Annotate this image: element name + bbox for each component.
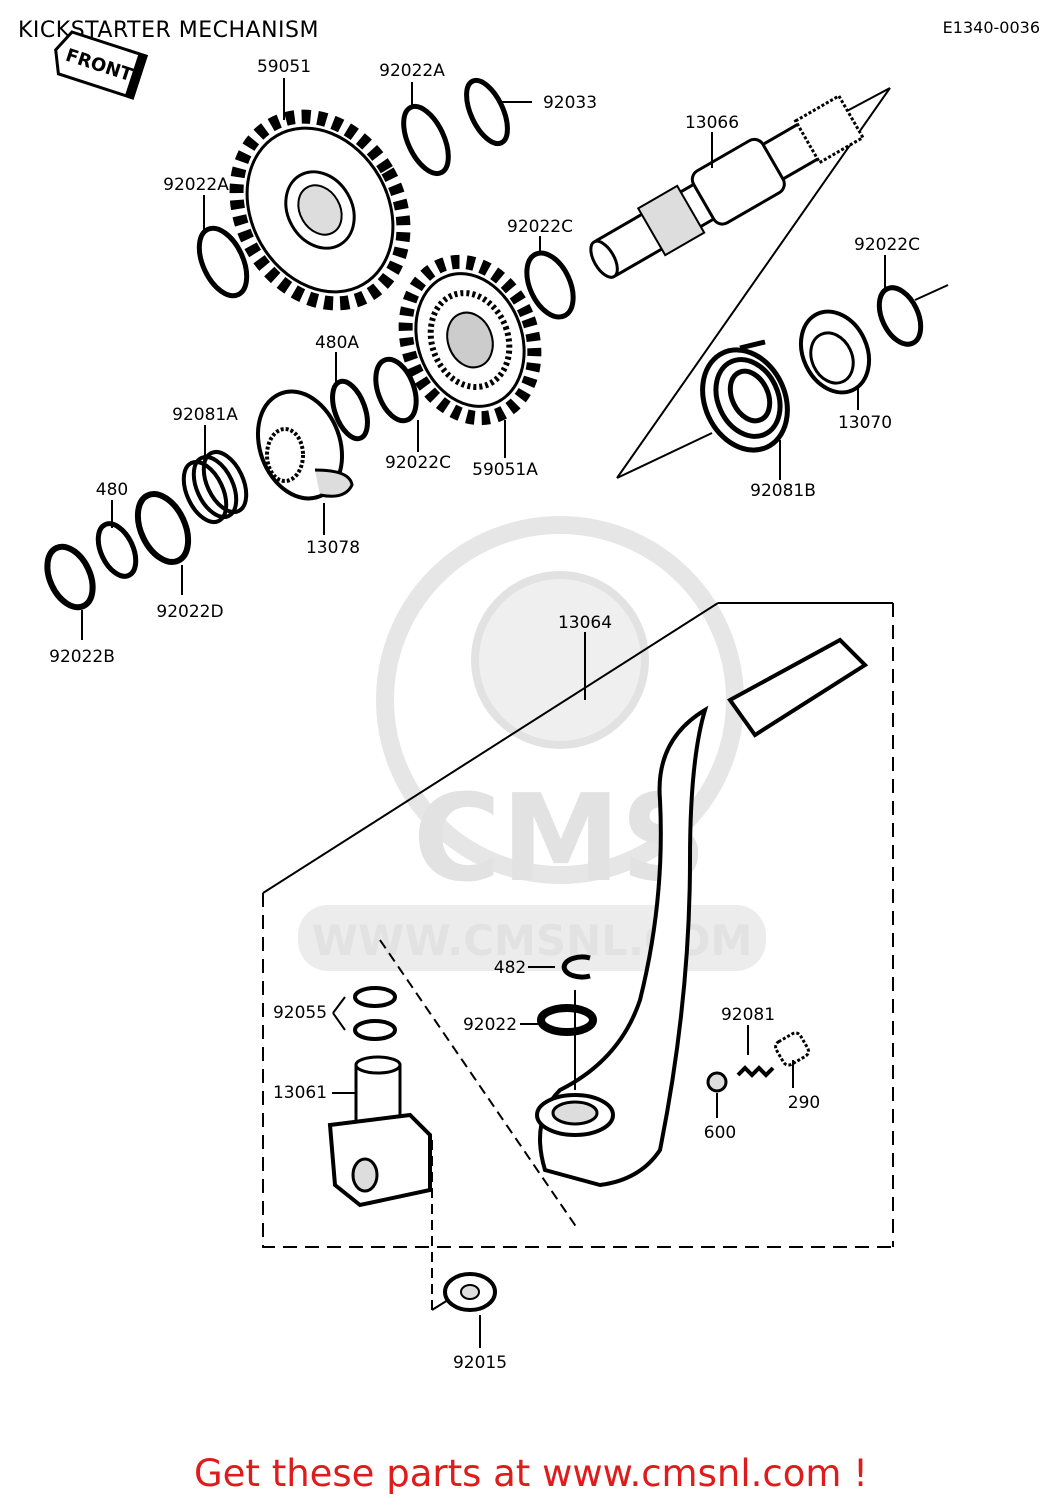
diagram-reference-code: E1340-0036 — [942, 18, 1040, 37]
part-label-13064: 13064 — [558, 613, 612, 633]
part-label-92055: 92055 — [273, 1003, 327, 1023]
ball-600[interactable] — [706, 1071, 728, 1093]
part-label-92081a: 92081A — [172, 405, 238, 425]
pedal-shaft-13061[interactable] — [327, 1055, 432, 1208]
front-direction-tag: FRONT — [54, 30, 149, 100]
part-label-92022: 92022 — [463, 1015, 517, 1035]
part-label-92033: 92033 — [543, 93, 597, 113]
o-ring-92055-upper[interactable] — [353, 986, 397, 1008]
circlip-480a[interactable] — [326, 377, 375, 444]
part-label-92022c: 92022C — [854, 235, 920, 255]
kick-pedal-13064[interactable] — [535, 637, 869, 1188]
part-label-482: 482 — [494, 958, 526, 978]
circlip-92033[interactable] — [458, 74, 516, 149]
o-ring-92055-lower[interactable] — [353, 1019, 397, 1041]
washer-92022b[interactable] — [38, 540, 101, 615]
pedal-assembly-outline — [262, 602, 894, 1248]
part-label-92022d: 92022D — [156, 602, 223, 622]
part-label-480a: 480A — [315, 333, 359, 353]
upper-assembly-outline — [616, 87, 949, 479]
part-label-13066: 13066 — [685, 113, 739, 133]
part-label-59051: 59051 — [257, 57, 311, 77]
nut-92015[interactable] — [443, 1272, 497, 1312]
circlip-480[interactable] — [91, 518, 144, 582]
part-label-92022c: 92022C — [507, 217, 573, 237]
gear-59051a[interactable] — [384, 244, 555, 437]
plug-290[interactable] — [773, 1031, 810, 1068]
part-label-92022b: 92022B — [49, 647, 115, 667]
part-label-13078: 13078 — [306, 538, 360, 558]
part-label-92022a: 92022A — [163, 175, 229, 195]
part-label-600: 600 — [704, 1123, 736, 1143]
washer-92022c-mid[interactable] — [368, 354, 424, 426]
part-label-480: 480 — [96, 480, 128, 500]
spring-92081a[interactable] — [175, 445, 255, 528]
spring-92081[interactable] — [736, 1065, 775, 1078]
torsion-spring-92081b[interactable] — [687, 336, 803, 464]
part-label-92015: 92015 — [453, 1353, 507, 1373]
part-labels: 59051 92022A 92033 13066 92022A 92022C 9… — [49, 57, 920, 1373]
part-label-13061: 13061 — [273, 1083, 327, 1103]
kickstarter-shaft-13066[interactable] — [580, 91, 865, 290]
leader-lines — [81, 78, 886, 1348]
part-label-13070: 13070 — [838, 413, 892, 433]
spring-guide-13070[interactable] — [788, 300, 882, 403]
get-parts-link[interactable]: Get these parts at www.cmsnl.com ! — [193, 1452, 868, 1495]
washer-92022c-right[interactable] — [871, 281, 929, 351]
washer-92022d[interactable] — [128, 486, 198, 570]
washer-92022-pedal[interactable] — [537, 1004, 597, 1036]
part-label-92081b: 92081B — [750, 481, 816, 501]
part-label-92022c: 92022C — [385, 453, 451, 473]
part-label-290: 290 — [788, 1093, 820, 1113]
gear-59051[interactable] — [203, 86, 436, 334]
washer-92022a-left[interactable] — [190, 221, 257, 303]
e-clip-482[interactable] — [561, 954, 591, 980]
part-label-59051a: 59051A — [472, 460, 538, 480]
ratchet-13078[interactable] — [244, 380, 357, 511]
washer-92022c-shaft[interactable] — [518, 246, 583, 325]
part-label-92081: 92081 — [721, 1005, 775, 1025]
part-label-92022a: 92022A — [379, 61, 445, 81]
washer-92022a-upper[interactable] — [394, 100, 457, 180]
